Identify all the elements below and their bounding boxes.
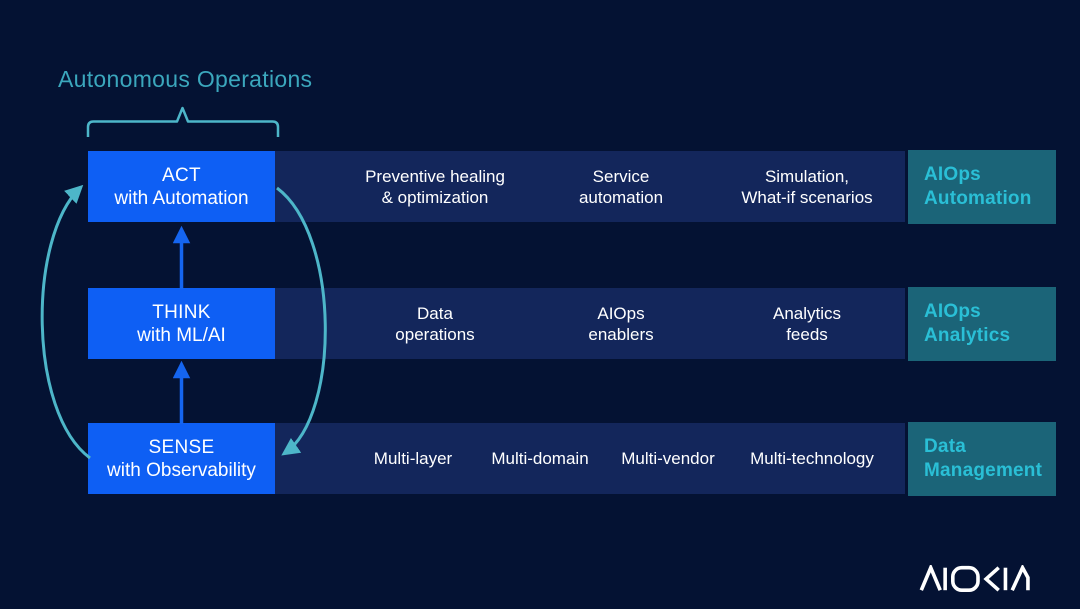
- band-item-text: enablers: [588, 324, 654, 344]
- side-label-text: Automation: [924, 188, 1032, 209]
- band-item-text: Data: [417, 303, 453, 323]
- band-item: Preventive healing & optimization: [325, 151, 545, 222]
- band-item: AIOps enablers: [511, 288, 731, 359]
- band-item: Simulation, What-if scenarios: [697, 151, 917, 222]
- band-item-text: Multi-technology: [750, 449, 874, 468]
- side-label-text: Data: [924, 436, 966, 457]
- stage-box-title: ACT: [162, 164, 201, 186]
- band-item-text: Service: [592, 166, 650, 186]
- band-item: Service automation: [511, 151, 731, 222]
- side-label-text: AIOps: [924, 164, 981, 185]
- band-item-text: Multi-domain: [491, 449, 589, 468]
- band-item-text: Multi-layer: [373, 449, 453, 468]
- stage-box-subtitle: with Observability: [107, 459, 256, 481]
- side-label-text: Management: [924, 460, 1043, 481]
- band-item: Multi-technology: [722, 423, 902, 494]
- band-item-text: Preventive healing: [365, 166, 505, 186]
- row-think: Data operations AIOps enablers Analytics…: [0, 287, 1080, 361]
- band-item: Multi-layer: [323, 423, 503, 494]
- side-label-text: AIOps: [924, 301, 981, 322]
- band-item-text: feeds: [786, 324, 828, 344]
- title-brace: [86, 106, 280, 137]
- side-label-data-management: Data Management: [908, 422, 1056, 496]
- row-sense: Multi-layer Multi-domain Multi-vendor Mu…: [0, 422, 1080, 496]
- side-label-aiops-automation: AIOps Automation: [908, 150, 1056, 224]
- band-item-text: operations: [395, 324, 475, 344]
- side-label-aiops-analytics: AIOps Analytics: [908, 287, 1056, 361]
- band-item-text: Multi-vendor: [621, 449, 715, 468]
- stage-box-title: SENSE: [148, 436, 215, 458]
- band-item: Analytics feeds: [697, 288, 917, 359]
- band-item-text: What-if scenarios: [741, 187, 873, 207]
- stage-box-sense: SENSE with Observability: [88, 423, 275, 494]
- stage-box-title: THINK: [152, 301, 211, 323]
- stage-box-subtitle: with Automation: [114, 187, 249, 209]
- stage-box-subtitle: with ML/AI: [137, 324, 226, 346]
- row-act: Preventive healing & optimization Servic…: [0, 150, 1080, 224]
- band-item: Data operations: [325, 288, 545, 359]
- nokia-logo: [919, 565, 1030, 592]
- diagram-title: Autonomous Operations: [58, 66, 313, 92]
- band-item: Multi-domain: [450, 423, 630, 494]
- band-item-text: AIOps: [597, 303, 645, 323]
- band-item: Multi-vendor: [578, 423, 758, 494]
- stage-box-act: ACT with Automation: [88, 151, 275, 222]
- stage-box-think: THINK with ML/AI: [88, 288, 275, 359]
- band-item-text: automation: [578, 187, 664, 207]
- band-item-text: Analytics: [772, 303, 842, 323]
- band-item-text: & optimization: [381, 187, 489, 207]
- side-label-text: Analytics: [924, 325, 1011, 346]
- band-item-text: Simulation,: [764, 166, 850, 186]
